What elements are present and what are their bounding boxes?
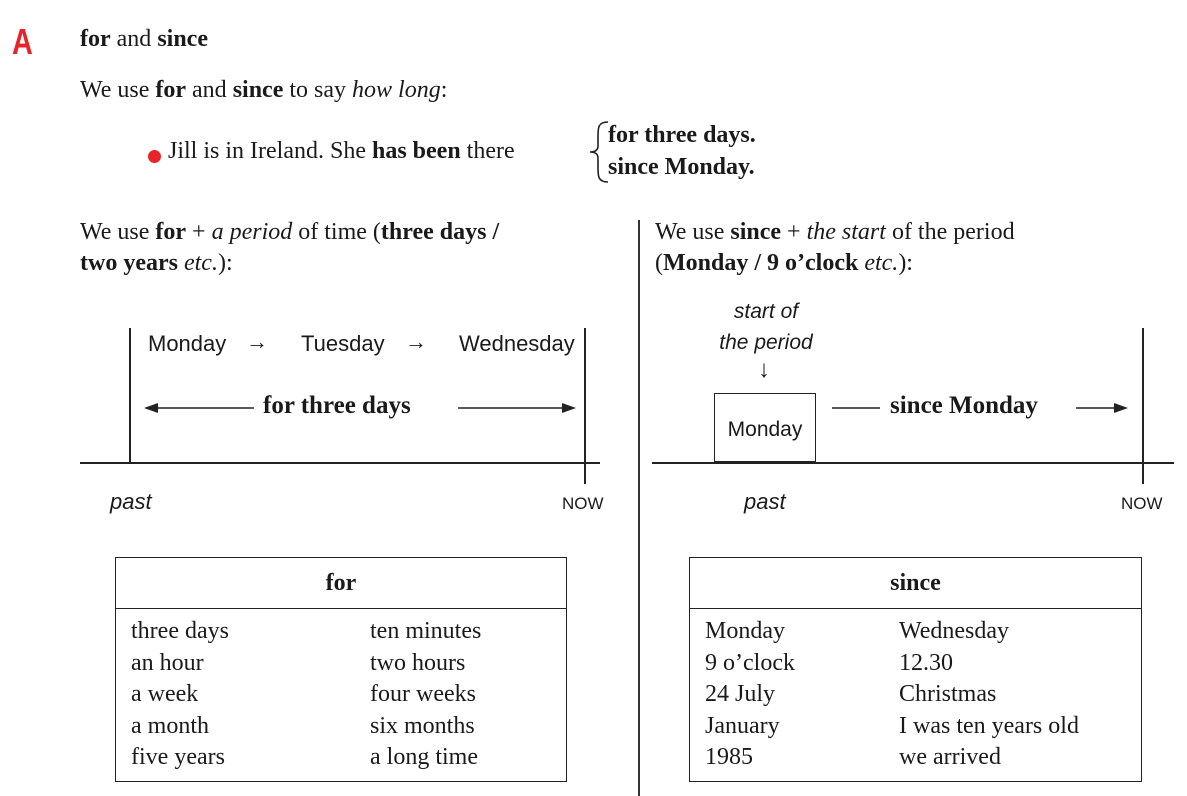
example-has-been: has been [371,138,461,164]
heading-text: ): [898,250,913,276]
heading-text: + [186,219,212,245]
for-timeline-now-marker [584,328,586,484]
start-label-line: the period [719,331,813,354]
list-item: four weeks [370,681,476,707]
for-table-header: for [116,558,566,609]
since-span-label: since Monday [890,392,1038,419]
list-item: January [705,712,780,739]
intro-text: and [186,77,233,103]
for-column-heading: We use for + a period of time (three day… [80,217,620,279]
heading-since: since [730,219,782,245]
timeline-now-label: NOW [562,494,604,513]
heading-three-days: three days [380,219,487,245]
list-item: 9 o’clock [705,649,795,676]
start-of-period-label: start of the period [706,296,826,358]
timeline-now-label: NOW [1121,494,1163,513]
heading-etc: etc. [183,250,218,276]
for-timeline-axis [80,462,600,464]
timeline-past-label: past [744,489,786,514]
since-column-heading: We use since + the start of the period (… [655,217,1175,279]
list-item: I was ten years old [899,712,1079,739]
example-sentence: Jill is in Ireland. She has been there [168,138,515,165]
example-text: Jill is in Ireland. She [168,138,372,164]
for-table: for three days an hour a week a month fi… [115,557,567,782]
heading-for: for [155,219,187,245]
list-item: ten minutes [370,618,482,644]
title-since: since [157,26,208,52]
double-arrow-icon [144,403,576,413]
for-table-left-column: three days an hour a week a month five y… [131,616,229,774]
start-label-line: start of [733,300,799,323]
list-item: a long time [370,744,478,770]
list-item: three days [131,618,229,644]
since-table: since Monday 9 o’clock 24 July January 1… [689,557,1142,782]
heading-text: + [781,219,807,245]
start-day-box: Monday [714,393,816,462]
intro-text: to say [283,77,353,103]
arrow-right-icon: → [405,329,427,354]
day-label: Wednesday [459,331,575,356]
for-timeline-start-marker [129,328,131,464]
heading-two-years: two years [80,250,178,276]
arrow-right-icon [832,403,1128,413]
intro-text: We use [80,77,156,103]
for-span-label: for three days [263,392,411,419]
list-item: Christmas [899,681,997,707]
day-label: Monday [148,331,227,356]
arrow-right-icon: → [246,329,268,354]
list-item: a week [131,681,199,707]
example-option-for: for three days. [608,122,756,148]
curly-brace-icon [589,121,609,183]
list-item: 1985 [705,744,753,770]
list-item: a month [131,712,209,739]
heading-text: ( [655,250,663,276]
section-title: for and since [80,26,208,53]
list-item: an hour [131,649,204,676]
intro-text: : [440,77,448,103]
intro-for: for [155,77,187,103]
list-item: Wednesday [899,618,1010,644]
heading-text: of time ( [292,219,381,245]
heading-text: We use [80,219,156,245]
heading-etc: etc. [864,250,899,276]
heading-text: ): [217,250,233,276]
timeline-past-label: past [110,489,152,514]
list-item: Monday [705,618,785,644]
since-table-right-column: Wednesday 12.30 Christmas I was ten year… [899,616,1079,774]
title-for: for [80,26,111,52]
heading-monday-9: Monday / 9 o’clock [663,250,859,276]
list-item: six months [370,712,475,739]
list-item: five years [131,744,225,770]
section-letter: A [12,21,33,62]
heading-the-start: the start [806,219,886,245]
intro-since: since [232,77,284,103]
for-table-right-column: ten minutes two hours four weeks six mon… [370,616,481,774]
example-text: there [460,138,515,164]
bullet-icon [148,150,161,163]
list-item: 24 July [705,681,776,707]
intro-how-long: how long [352,77,441,103]
since-timeline-now-marker [1142,328,1144,484]
heading-a-period: a period [211,219,293,245]
day-label: Tuesday [301,331,385,356]
column-divider [638,220,640,796]
list-item: we arrived [899,744,1001,770]
list-item: two hours [370,649,466,676]
since-table-left-column: Monday 9 o’clock 24 July January 1985 [705,616,795,774]
list-item: 12.30 [899,649,953,676]
heading-text: We use [655,219,731,245]
arrow-down-icon: ↓ [758,356,770,383]
start-day-label: Monday [727,418,803,441]
intro-line: We use for and since to say how long: [80,77,447,104]
since-table-header: since [690,558,1141,609]
title-and: and [110,26,158,52]
since-timeline-axis [652,462,1174,464]
example-option-since: since Monday. [608,154,755,180]
heading-slash: / [486,219,500,245]
heading-text: of the period [885,219,1015,245]
